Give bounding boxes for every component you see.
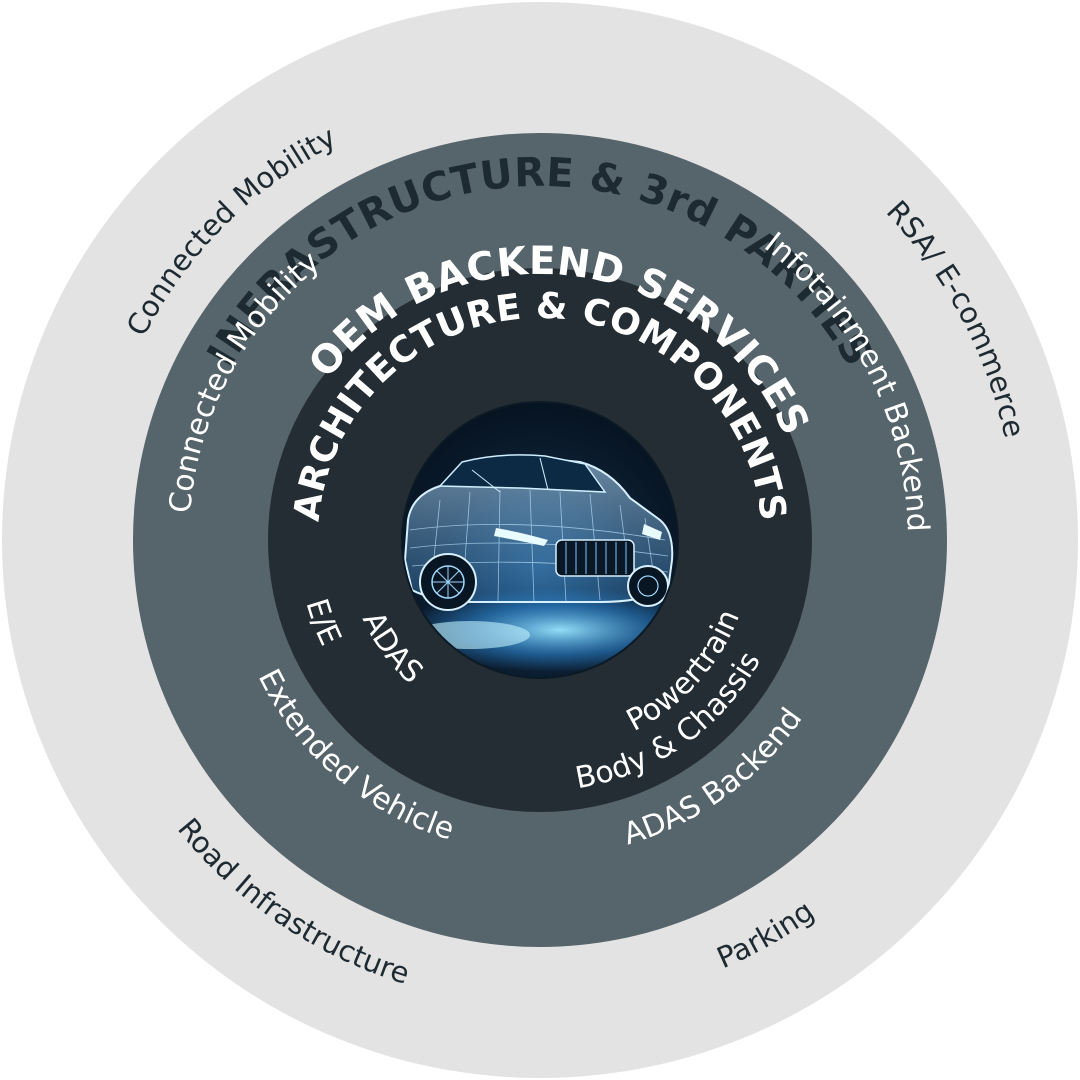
car-wireframe-icon [402, 402, 678, 678]
car-image-border [401, 401, 679, 679]
